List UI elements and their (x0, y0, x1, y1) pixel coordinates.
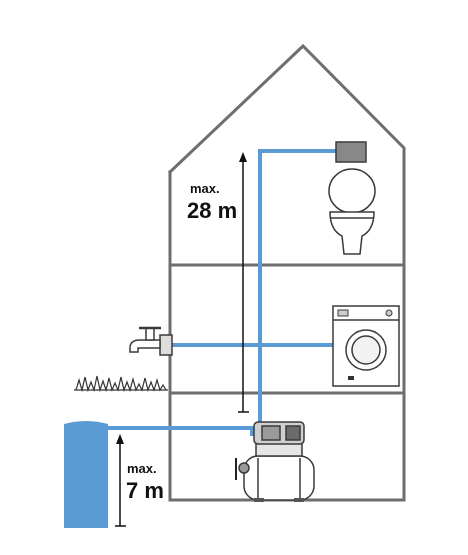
washing-machine-icon (332, 305, 400, 387)
lower-max-label: max. (127, 461, 157, 476)
height-arrow-7m (115, 434, 126, 527)
pump-tank (243, 455, 315, 501)
grass-icon (74, 375, 168, 393)
outdoor-tap-icon (129, 326, 173, 356)
toilet-lid (328, 168, 376, 214)
cistern (335, 141, 367, 163)
pump-icon (235, 421, 315, 502)
toilet-bowl (329, 211, 375, 255)
lower-height-label: 7 m (126, 478, 164, 503)
riser-pipe (258, 149, 336, 422)
roof-outline (167, 43, 406, 502)
upper-height-label: 28 m (187, 198, 237, 223)
suction-pipe (106, 426, 254, 436)
height-arrow-28m (238, 152, 249, 413)
water-pipes (106, 149, 336, 436)
water-reservoir (64, 421, 108, 528)
upper-max-label: max. (190, 181, 220, 196)
toilet-icon (328, 141, 376, 255)
